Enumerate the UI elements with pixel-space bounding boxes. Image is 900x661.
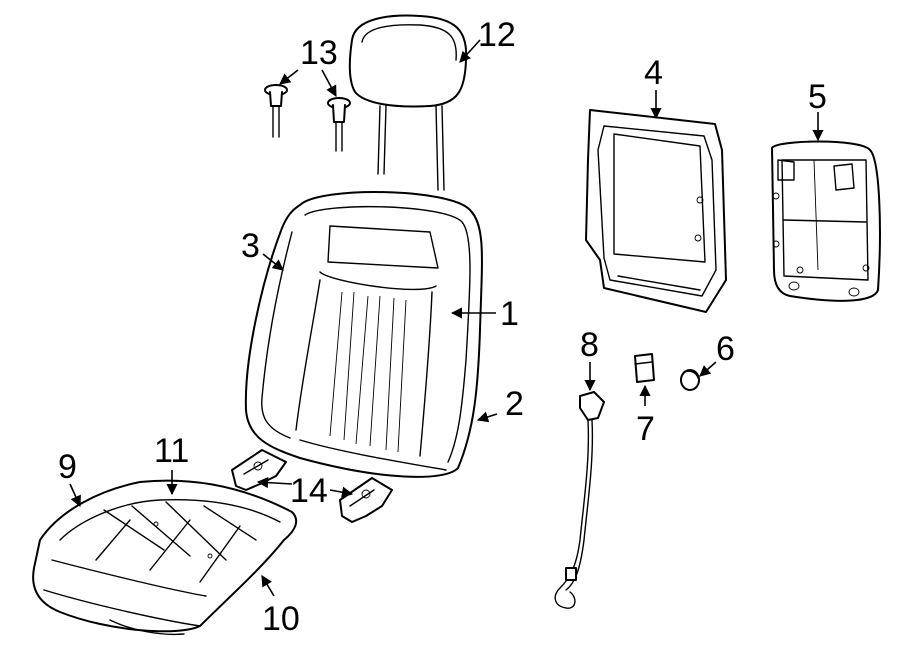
callout-8: 8	[580, 326, 599, 364]
wire-harness	[554, 391, 605, 609]
callout-4: 4	[644, 54, 663, 92]
callout-12: 12	[478, 16, 516, 54]
headrest	[348, 14, 468, 191]
callout-3: 3	[241, 227, 260, 265]
headrest-guide-left	[264, 84, 288, 138]
callout-7: 7	[636, 410, 655, 448]
headrest-guide-right	[327, 97, 351, 152]
callout-5: 5	[808, 78, 827, 116]
callout-14: 14	[290, 472, 328, 510]
callout-labels: 1 2 3 4 5 6 7 8 9 10 11 12 13 14	[58, 16, 827, 638]
callout-11: 11	[154, 432, 189, 470]
seat-back-assembly	[244, 191, 483, 478]
seat-back-panel	[771, 140, 881, 302]
callout-6: 6	[716, 330, 735, 368]
callout-13: 13	[300, 34, 338, 72]
seat-back-frame	[585, 109, 727, 313]
callout-9: 9	[58, 448, 77, 486]
bracket-right	[339, 477, 393, 523]
cap	[680, 369, 700, 391]
clip	[634, 353, 655, 383]
bracket-left	[231, 449, 287, 491]
callout-10: 10	[262, 600, 300, 638]
callout-2: 2	[505, 385, 524, 423]
seat-cushion-assembly	[32, 479, 298, 636]
callout-leaders	[69, 39, 824, 597]
callout-1: 1	[500, 295, 519, 333]
